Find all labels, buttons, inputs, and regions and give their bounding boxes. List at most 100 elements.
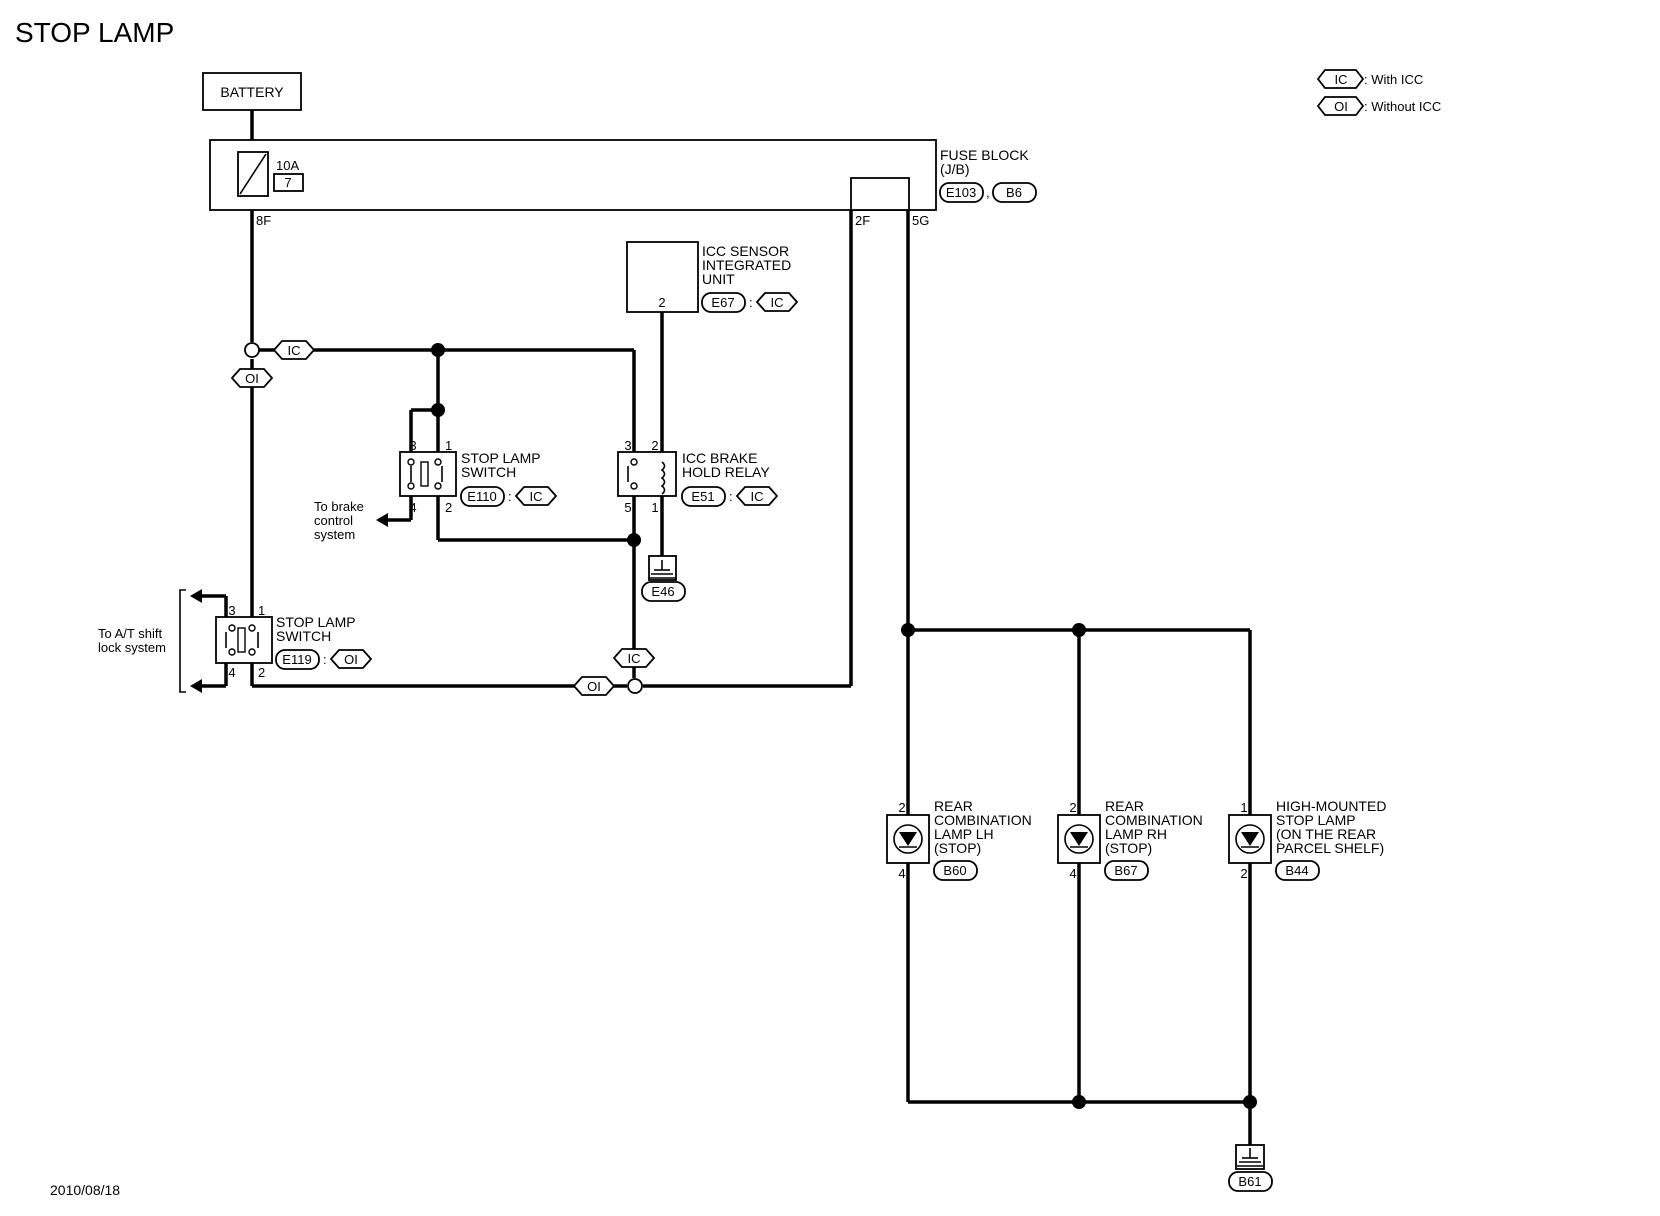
junction-oi-2-label: OI — [587, 679, 601, 694]
fuse-block-name: FUSE BLOCK — [940, 147, 1029, 163]
lamp-lh-conn: B60 — [943, 863, 966, 878]
fuse-number: 7 — [284, 175, 291, 190]
svg-text::: : — [729, 489, 733, 504]
e119-pin-3: 3 — [228, 603, 235, 618]
icc-sensor-unit: 2 ICC SENSOR INTEGRATED UNIT E67 : IC — [626, 241, 799, 313]
icc-sensor-line1: ICC SENSOR — [702, 243, 789, 259]
legend-oi: OI : Without ICC — [1316, 96, 1441, 116]
svg-text::: : — [749, 295, 753, 310]
legend-ic-text: : With ICC — [1364, 72, 1423, 87]
rear-combination-lamp-lh: 2 4 REAR COMBINATION LAMP LH (STOP) B60 — [886, 798, 1032, 881]
e51-cond: IC — [751, 489, 764, 504]
brake-note-line2: control — [314, 513, 353, 528]
icc-sensor-pin: 2 — [658, 295, 665, 310]
lamp-high-line3: (ON THE REAR — [1276, 826, 1376, 842]
icc-brake-hold-relay: 3 2 5 1 ICC BRAKE HOLD RELAY E51 : IC — [617, 438, 779, 515]
battery-label: BATTERY — [220, 84, 284, 100]
ground-e46: E46 — [641, 555, 686, 602]
fuse-pin-5g: 5G — [912, 213, 929, 228]
ground-b61: B61 — [1228, 1144, 1273, 1192]
e51-pin-5: 5 — [624, 500, 631, 515]
lamp-lh-line4: (STOP) — [934, 840, 981, 856]
diagram-date: 2010/08/18 — [50, 1182, 120, 1198]
lamp-high-line2: STOP LAMP — [1276, 812, 1356, 828]
b61-label: B61 — [1238, 1174, 1261, 1189]
junction-tag-oi-2: OI — [572, 676, 616, 696]
fuse-block: 10A 7 FUSE BLOCK (J/B) E103 , B6 8F 2F 5… — [209, 139, 1037, 228]
junction-oi-1-label: OI — [245, 371, 259, 386]
e51-conn: E51 — [691, 489, 714, 504]
e51-pin-2: 2 — [651, 438, 658, 453]
fuse-icon — [239, 153, 267, 195]
high-mounted-stop-lamp: 1 2 HIGH-MOUNTED STOP LAMP (ON THE REAR … — [1228, 798, 1386, 881]
battery: BATTERY — [202, 72, 302, 111]
junction-ic-2-label: IC — [628, 651, 641, 666]
fuse-pin-2f: 2F — [855, 213, 870, 228]
e119-name-line2: SWITCH — [276, 628, 331, 644]
e51-pin-1: 1 — [651, 500, 658, 515]
svg-text::: : — [323, 652, 327, 667]
lamp-lh-line3: LAMP LH — [934, 826, 994, 842]
e119-conn: E119 — [282, 652, 311, 667]
svg-text::: : — [508, 489, 512, 504]
fuse-amp: 10A — [276, 158, 299, 173]
e119-pin-1: 1 — [258, 603, 265, 618]
lamp-rh-pin-top: 2 — [1069, 800, 1076, 815]
e119-pin-4: 4 — [228, 665, 235, 680]
lamp-rh-pin-bot: 4 — [1069, 866, 1076, 881]
e51-name-line2: HOLD RELAY — [682, 464, 770, 480]
lamp-lh-pin-top: 2 — [898, 800, 905, 815]
junction-tag-oi-1: OI — [230, 368, 274, 388]
diagram-title: STOP LAMP — [15, 17, 174, 48]
lamp-lh-line2: COMBINATION — [934, 812, 1032, 828]
fuse-pin-8f: 8F — [256, 213, 271, 228]
e110-pin-4: 4 — [409, 500, 416, 515]
e110-name-line2: SWITCH — [461, 464, 516, 480]
lamp-high-line1: HIGH-MOUNTED — [1276, 798, 1386, 814]
relay-coil-icon — [660, 461, 666, 495]
e119-cond: OI — [344, 652, 358, 667]
lamp-rh-line2: COMBINATION — [1105, 812, 1203, 828]
legend-oi-text: : Without ICC — [1364, 99, 1441, 114]
lamp-lh-line1: REAR — [934, 798, 973, 814]
junction-tag-ic-1: IC — [272, 340, 316, 360]
legend-ic-code: IC — [1335, 72, 1348, 87]
e110-pin-2: 2 — [445, 500, 452, 515]
e110-pin-3: 3 — [409, 438, 416, 453]
e110-pin-1: 1 — [445, 438, 452, 453]
lamp-high-pin-top: 1 — [1240, 800, 1247, 815]
lamp-high-conn: B44 — [1285, 863, 1308, 878]
legend-oi-code: OI — [1334, 99, 1348, 114]
icc-sensor-line3: UNIT — [702, 271, 735, 287]
stop-lamp-switch-e110: 3 1 4 2 STOP LAMP SWITCH E110 : IC To br… — [314, 438, 558, 542]
legend: IC : With ICC OI : Without ICC — [1316, 69, 1441, 116]
fuse-block-jb: (J/B) — [940, 161, 970, 177]
e110-name-line1: STOP LAMP — [461, 450, 541, 466]
rear-combination-lamp-rh: 2 4 REAR COMBINATION LAMP RH (STOP) B67 — [1057, 798, 1203, 881]
legend-ic: IC : With ICC — [1316, 69, 1423, 89]
brake-note-line1: To brake — [314, 499, 364, 514]
at-shift-note-line2: lock system — [98, 640, 166, 655]
e46-label: E46 — [651, 584, 674, 599]
e110-cond: IC — [530, 489, 543, 504]
at-shift-note-line1: To A/T shift — [98, 626, 162, 641]
lamp-high-pin-bot: 2 — [1240, 866, 1247, 881]
e51-name-line1: ICC BRAKE — [682, 450, 757, 466]
icc-sensor-conn: E67 — [711, 295, 734, 310]
e119-name-line1: STOP LAMP — [276, 614, 356, 630]
lamp-rh-line4: (STOP) — [1105, 840, 1152, 856]
lamp-lh-pin-bot: 4 — [898, 866, 905, 881]
lamp-rh-line1: REAR — [1105, 798, 1144, 814]
e110-conn: E110 — [467, 489, 496, 504]
lamp-rh-line3: LAMP RH — [1105, 826, 1167, 842]
lamp-high-line4: PARCEL SHELF) — [1276, 840, 1384, 856]
fuse-block-sep: , — [986, 185, 990, 200]
fuse-block-conn2: B6 — [1006, 185, 1022, 200]
icc-sensor-line2: INTEGRATED — [702, 257, 791, 273]
brake-note-line3: system — [314, 527, 355, 542]
junction-ic-1-label: IC — [288, 343, 301, 358]
e119-pin-2: 2 — [258, 665, 265, 680]
icc-sensor-cond: IC — [771, 295, 784, 310]
e51-pin-3: 3 — [624, 438, 631, 453]
